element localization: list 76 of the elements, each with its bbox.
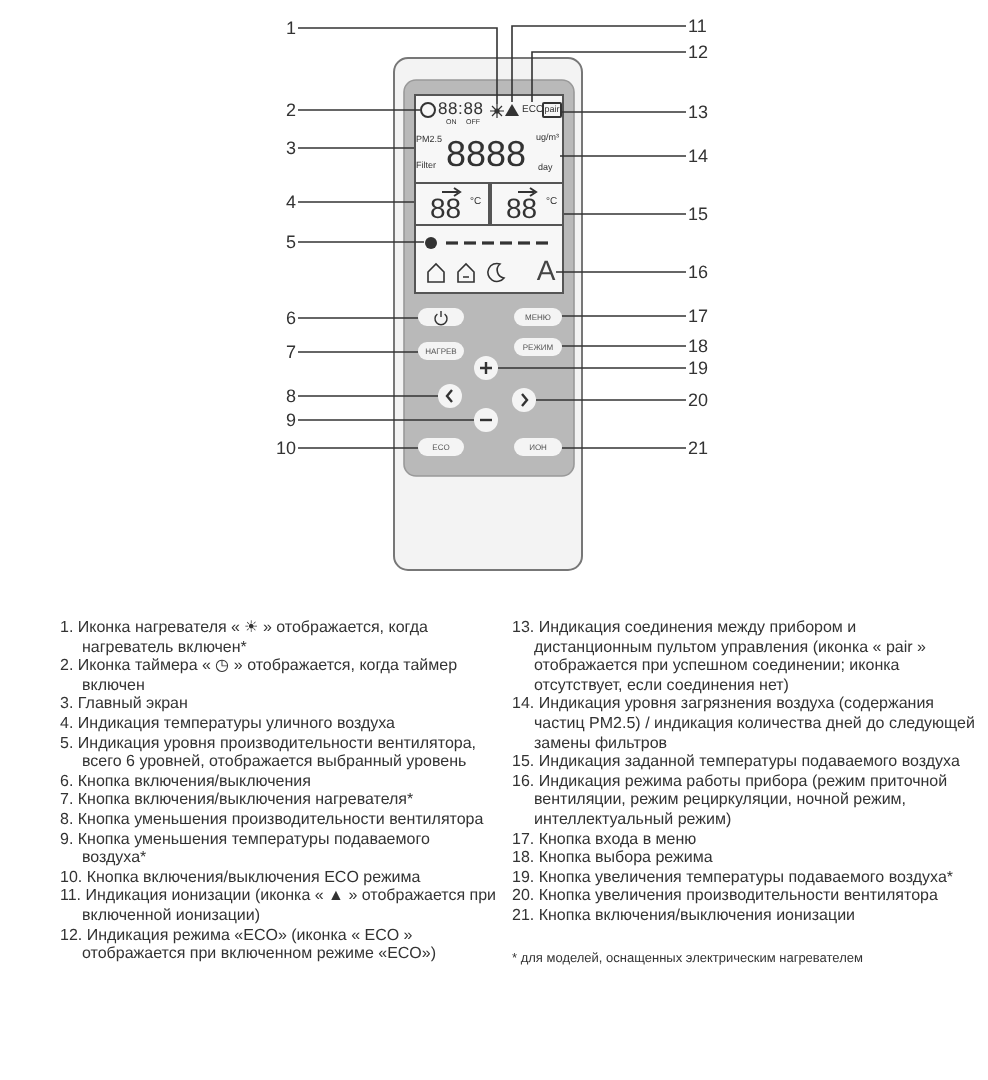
temperature-digits: 88 [430, 194, 462, 224]
leader-line [561, 447, 687, 449]
power-button [418, 308, 464, 326]
letter-indicator: A [536, 256, 556, 284]
callout-number: 20 [688, 390, 716, 410]
list-item: 2. Иконка таймера « ◷ » отображается, когда таймер включен [60, 656, 460, 695]
list-item: 19. Кнопка увеличения температуры подаваемого воздуха* [512, 867, 955, 887]
ion-icon [504, 102, 520, 118]
leader-line [561, 111, 687, 113]
fan-level-bar [424, 236, 550, 250]
list-item: 8. Кнопка уменьшения производительности вентилятора [60, 809, 486, 830]
callout-number: 13 [688, 102, 716, 122]
list-item: 6. Кнопка включения/выключения [60, 771, 313, 791]
list-item: 21. Кнопка включения/выключения ионизации [512, 905, 858, 925]
list-item: 18. Кнопка выбора режима [512, 848, 715, 868]
callout-number: 17 [688, 306, 716, 326]
leader-line [297, 147, 415, 149]
callout-number: 11 [688, 16, 716, 36]
list-item: 13. Индикация соединения между прибором и дистанционным пультом управления (иконка « pair » отображается при успешном соединении; иконка отсутствует, если соединения нет) [512, 618, 928, 695]
callout-number: 9 [268, 410, 296, 430]
list-item: 7. Кнопка включения/выключения нагревателя* [60, 790, 416, 810]
callout-number: 10 [268, 438, 296, 458]
list-item: 1. Иконка нагревателя « ☀ » отображается, когда нагреватель включен* [60, 618, 430, 657]
list-item: 14. Индикация уровня загрязнения воздуха (содержания частиц PM2.5) / индикация количества дней до следующей замены фильтров [512, 694, 976, 753]
list-item: 11. Индикация ионизации (иконка « ▲ » отображается при включенной ионизации) [60, 886, 496, 925]
leader-line [297, 317, 419, 319]
list-item: 4. Индикация температуры уличного воздуха [60, 713, 397, 734]
temperature-display [490, 182, 564, 226]
leader-line [555, 271, 687, 273]
lcd-screen [414, 94, 564, 294]
list-item: 12. Индикация режима «ECO» (иконка « ECO » отображается при включенном режиме «ECO») [60, 925, 439, 964]
leader-line [531, 51, 687, 103]
callout-number: 1 [268, 18, 296, 38]
leader-line [297, 419, 475, 421]
callout-number: 12 [688, 42, 716, 62]
leader-line [297, 351, 419, 353]
leader-line [297, 201, 415, 203]
callout-number: 3 [268, 138, 296, 158]
callout-number: 8 [268, 386, 296, 406]
callout-number: 16 [688, 262, 716, 282]
callout-number: 18 [688, 336, 716, 356]
temperature-digits: 88 [506, 194, 538, 224]
timer-digits: 88:88 [438, 100, 484, 118]
leader-line [297, 27, 498, 105]
list-item: 9. Кнопка уменьшения температуры подаваемого воздуха* [60, 829, 432, 868]
callout-number: 7 [268, 342, 296, 362]
clock-icon [420, 102, 436, 118]
leader-line [297, 447, 419, 449]
callout-number: 14 [688, 146, 716, 166]
leader-line [497, 367, 687, 369]
leader-line [563, 213, 687, 215]
list-item: 15. Индикация заданной температуры подаваемого воздуха [512, 752, 962, 772]
pm-digits: 8888 [446, 136, 527, 174]
list-item: 10. Кнопка включения/выключения ECO режима [60, 867, 423, 887]
list-item: 3. Главный экран [60, 694, 190, 714]
leader-line [297, 241, 425, 243]
temperature-display [414, 182, 490, 226]
sun-icon [490, 104, 504, 118]
callout-number: 2 [268, 100, 296, 120]
leader-line [511, 25, 687, 103]
leader-line [297, 395, 439, 397]
leader-line [297, 109, 421, 111]
callout-number: 21 [688, 438, 716, 458]
callout-number: 6 [268, 308, 296, 328]
list-item: 17. Кнопка входа в меню [512, 829, 699, 849]
leader-line [561, 345, 687, 347]
leader-line [561, 315, 687, 317]
leader-line [535, 399, 687, 401]
callout-number: 5 [268, 232, 296, 252]
list-item: 20. Кнопка увеличения производительности вентилятора [512, 886, 940, 906]
callout-number: 19 [688, 358, 716, 378]
leader-line [559, 155, 687, 157]
callout-number: 4 [268, 192, 296, 212]
callout-number: 15 [688, 204, 716, 224]
list-item: 5. Индикация уровня производительности вентилятора, всего 6 уровней, отображается выбранный уровень [60, 733, 479, 772]
list-item: 16. Индикация режима работы прибора (режим приточной вентиляции, режим рециркуляции, ночной режим, интеллектуальный режим) [512, 771, 950, 830]
